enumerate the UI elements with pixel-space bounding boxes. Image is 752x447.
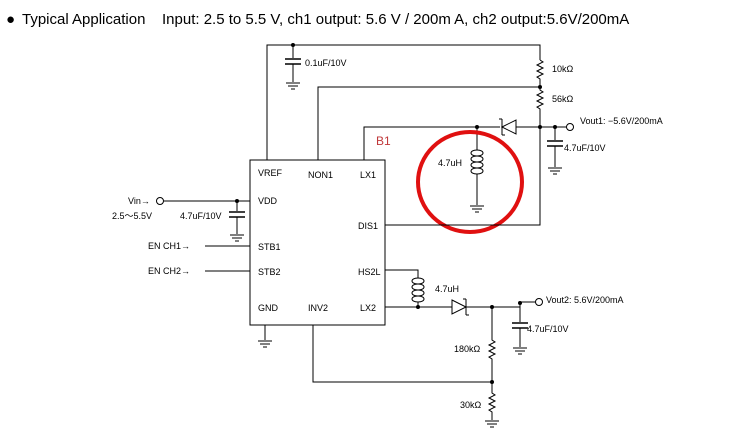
capacitor-top-symbol	[285, 58, 301, 65]
diode-ch2-symbol	[451, 299, 468, 315]
ground-icon	[286, 82, 300, 90]
wire-lx1	[363, 126, 500, 160]
label-l2: 4.7uH	[435, 284, 459, 294]
label-r-bot2: 30kΩ	[460, 400, 482, 410]
wire-hs2l	[385, 269, 419, 278]
label-en-ch1: EN CH1→	[148, 241, 190, 251]
wire-non1-fb	[317, 86, 540, 160]
diode-ch1-bar	[499, 118, 505, 136]
label-r-top2: 56kΩ	[552, 94, 574, 104]
pin-lx2: LX2	[360, 303, 376, 313]
ground-icon	[230, 234, 244, 242]
resistor-10k-symbol	[535, 59, 545, 85]
wire-dis1	[385, 127, 541, 226]
pin-stb2: STB2	[258, 267, 281, 277]
ground-icon	[470, 205, 484, 213]
diode-ch1-symbol	[500, 119, 517, 135]
label-l1: 4.7uH	[438, 158, 462, 168]
label-b1: B1	[376, 134, 391, 148]
label-c-vout2: 4.7uF/10V	[527, 324, 569, 334]
inductor-l2-loops	[417, 277, 425, 303]
pin-vref: VREF	[258, 168, 283, 178]
terminal-vout1	[566, 123, 574, 131]
label-c-vdd: 4.7uF/10V	[180, 211, 222, 221]
title-heading: Typical Application	[22, 11, 145, 28]
inductor-l2-symbol	[411, 277, 419, 303]
label-r-bot1: 180kΩ	[454, 344, 481, 354]
inductor-l1-loops	[476, 149, 484, 175]
capacitor-vout1-symbol	[547, 140, 563, 147]
pin-non1: NON1	[308, 170, 333, 180]
node-dot	[416, 305, 420, 309]
ground-icon	[485, 420, 499, 428]
pin-gnd: GND	[258, 303, 279, 313]
pin-dis1: DIS1	[358, 221, 378, 231]
wire-vref-top	[266, 44, 541, 160]
pin-hs2l: HS2L	[358, 267, 381, 277]
pin-inv2: INV2	[308, 303, 328, 313]
title-bullet: ●	[6, 11, 15, 28]
resistor-180k-symbol	[487, 307, 497, 382]
inductor-l1-symbol	[470, 149, 478, 175]
resistor-56k-symbol	[535, 87, 545, 127]
label-c-top: 0.1uF/10V	[305, 58, 347, 68]
terminal-vin	[156, 197, 164, 205]
title-spec: Input: 2.5 to 5.5 V, ch1 output: 5.6 V /…	[162, 11, 629, 28]
ground-icon	[258, 340, 272, 348]
label-vout2: Vout2: 5.6V/200mA	[546, 295, 624, 305]
label-vin: Vin→	[128, 196, 150, 206]
label-r-top1: 10kΩ	[552, 64, 574, 74]
terminal-vout2	[535, 298, 543, 306]
wire-inv2-fb	[312, 325, 492, 383]
highlight-circle	[416, 130, 524, 234]
pin-stb1: STB1	[258, 242, 281, 252]
wire-vout2	[466, 301, 536, 308]
ground-icon	[513, 347, 527, 355]
label-c-vout1: 4.7uF/10V	[564, 143, 606, 153]
resistor-30k-symbol	[487, 382, 497, 420]
capacitor-vdd-symbol	[229, 211, 245, 218]
label-vout1: Vout1: −5.6V/200mA	[580, 116, 663, 126]
pin-lx1: LX1	[360, 170, 376, 180]
label-vin-range: 2.5～5.5V	[112, 211, 152, 221]
pin-vdd: VDD	[258, 196, 278, 206]
label-en-ch2: EN CH2→	[148, 266, 190, 276]
capacitor-vout2-symbol	[512, 322, 528, 329]
ground-icon	[548, 167, 562, 175]
